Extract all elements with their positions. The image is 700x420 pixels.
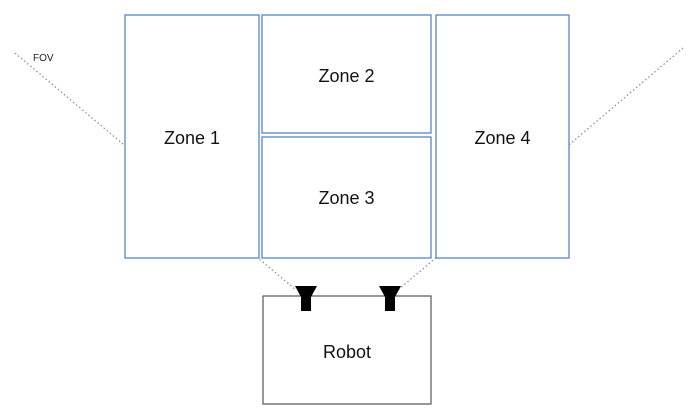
robot: Robot bbox=[262, 295, 432, 405]
zone-3-box bbox=[261, 136, 432, 259]
left-sensor-icon bbox=[295, 286, 317, 311]
zone-4-label: Zone 4 bbox=[474, 128, 530, 148]
right-sensor-icon bbox=[379, 286, 401, 311]
zone-1: Zone 1 bbox=[124, 14, 260, 259]
fov-label: FOV bbox=[33, 53, 54, 64]
robot-label: Robot bbox=[323, 342, 371, 362]
zone-1-label: Zone 1 bbox=[164, 128, 220, 148]
zone-2-label: Zone 2 bbox=[318, 66, 374, 86]
zone-2: Zone 2 bbox=[261, 14, 432, 134]
zone-4-box bbox=[435, 14, 570, 259]
robot-box bbox=[262, 295, 432, 405]
zone-4: Zone 4 bbox=[435, 14, 570, 259]
zone-3-label: Zone 3 bbox=[318, 188, 374, 208]
zone-2-box bbox=[261, 14, 432, 134]
zone-1-box bbox=[124, 14, 260, 259]
zone-3: Zone 3 bbox=[261, 136, 432, 259]
fov-line-left bbox=[14, 52, 297, 291]
